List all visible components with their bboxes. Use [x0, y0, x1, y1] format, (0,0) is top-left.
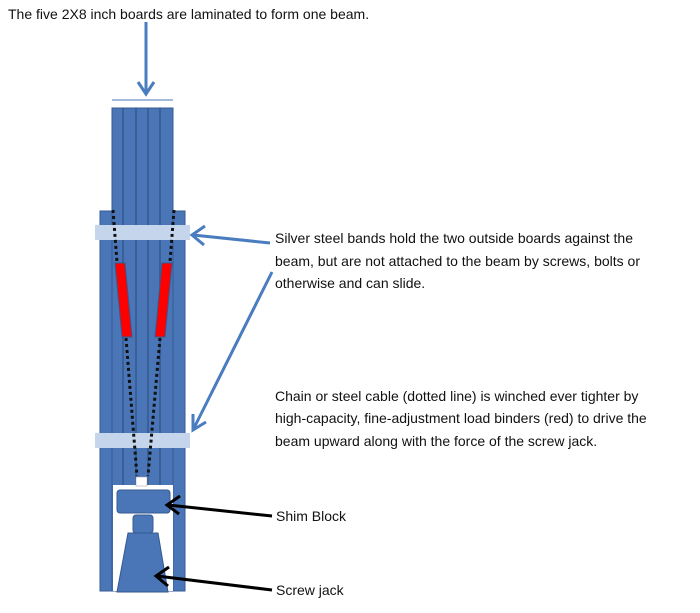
- bands-label-line1: Silver steel bands hold the two outside …: [275, 230, 634, 246]
- chain-dotted-lines: [111, 209, 176, 477]
- chain-anchor: [135, 476, 148, 487]
- load-binder-left: [114, 262, 133, 338]
- jack-neck: [132, 514, 154, 534]
- steel-band-lower: [95, 433, 190, 448]
- chain-label-line1: Chain or steel cable (dotted line) is wi…: [275, 388, 639, 404]
- steel-band-upper: [95, 225, 190, 240]
- shim-block-label: Shim Block: [276, 508, 347, 524]
- chain-label-line2: high-capacity, fine-adjustment load bind…: [275, 410, 647, 426]
- bands-label-line3: otherwise and can slide.: [275, 275, 426, 291]
- chain-label-line3: beam upward along with the force of the …: [275, 433, 598, 449]
- jack-arrow: [156, 574, 273, 592]
- top-arrowhead: [136, 81, 156, 97]
- bands-arrow-lower: [192, 271, 274, 429]
- shim-block: [116, 489, 171, 514]
- bands-arrow: [192, 233, 271, 245]
- shim-arrow: [167, 503, 273, 518]
- diagram-title: The five 2X8 inch boards are laminated t…: [8, 6, 370, 22]
- bands-label-line2: beam, but are not attached to the beam b…: [275, 253, 640, 269]
- screw-jack-label: Screw jack: [276, 582, 344, 598]
- load-binder-right: [154, 262, 173, 338]
